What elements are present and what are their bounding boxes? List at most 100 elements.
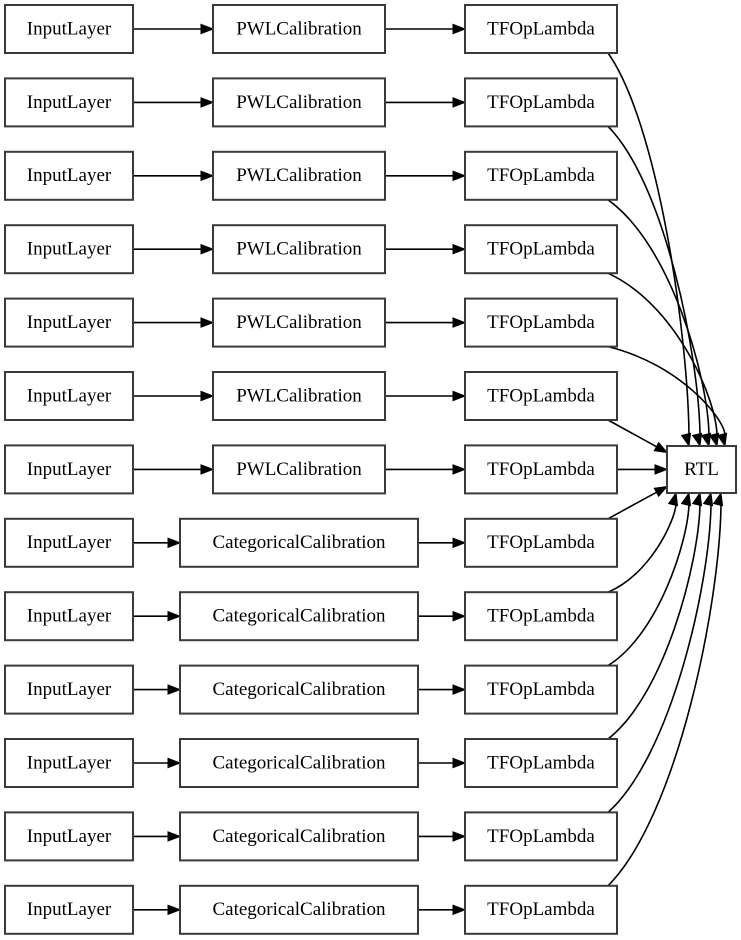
node-calibration-1[interactable]: PWLCalibration [212,77,386,128]
node-tfoplambda-11[interactable]: TFOpLambda [464,811,618,862]
node-tfoplambda-10[interactable]: TFOpLambda [464,738,618,788]
node-calibration-12-box[interactable] [179,884,419,935]
node-calibration-8-box[interactable] [179,591,419,642]
node-tfoplambda-11-box[interactable] [464,811,618,862]
node-tfoplambda-6[interactable]: TFOpLambda [464,444,618,495]
node-tfoplambda-4-box[interactable] [464,297,618,348]
edge-arrowhead-lambda-to-rtl-9 [680,491,692,507]
node-calibration-12[interactable]: CategoricalCalibration [179,884,419,935]
node-calibration-7-label: CategoricalCalibration [212,532,386,553]
node-calibration-10[interactable]: CategoricalCalibration [179,738,419,788]
node-input-layer-9-box[interactable] [4,664,134,715]
node-tfoplambda-9-label: TFOpLambda [487,679,595,700]
node-input-layer-7-box[interactable] [4,517,134,568]
edge-arrowhead-lambda-to-rtl-12 [712,491,724,507]
node-calibration-11[interactable]: CategoricalCalibration [179,811,419,862]
node-input-layer-5-box[interactable] [4,371,134,421]
node-tfoplambda-9[interactable]: TFOpLambda [464,664,618,715]
node-input-layer-4-box[interactable] [4,297,134,348]
node-calibration-2[interactable]: PWLCalibration [212,150,386,201]
node-input-layer-9[interactable]: InputLayer [4,664,134,715]
node-tfoplambda-5-box[interactable] [464,371,618,421]
node-input-layer-10-box[interactable] [4,738,134,788]
node-tfoplambda-12-box[interactable] [464,884,618,935]
edge-lambda-to-rtl-10 [607,503,701,740]
edge-arrowhead-calibration-to-lambda-10 [452,757,467,769]
node-tfoplambda-7[interactable]: TFOpLambda [464,517,618,568]
edge-arrowhead-calibration-to-lambda-0 [452,23,467,35]
node-tfoplambda-2[interactable]: TFOpLambda [464,150,618,201]
node-tfoplambda-7-box[interactable] [464,517,618,568]
node-tfoplambda-9-box[interactable] [464,664,618,715]
node-tfoplambda-3[interactable]: TFOpLambda [464,224,618,275]
node-calibration-4-box[interactable] [212,297,386,348]
node-calibration-4[interactable]: PWLCalibration [212,297,386,348]
node-calibration-1-box[interactable] [212,77,386,128]
node-calibration-10-box[interactable] [179,738,419,788]
node-tfoplambda-6-label: TFOpLambda [487,459,595,480]
node-tfoplambda-12[interactable]: TFOpLambda [464,884,618,935]
node-calibration-6-box[interactable] [212,444,386,495]
node-tfoplambda-1-box[interactable] [464,77,618,128]
node-input-layer-12-box[interactable] [4,884,134,935]
edge-arrowhead-lambda-to-rtl-2 [700,432,712,448]
node-calibration-0-box[interactable] [212,4,386,54]
node-tfoplambda-0[interactable]: TFOpLambda [464,4,618,54]
node-calibration-6-label: PWLCalibration [236,459,362,480]
node-input-layer-5[interactable]: InputLayer [4,371,134,421]
node-rtl-output[interactable]: RTL [666,445,737,494]
node-calibration-8[interactable]: CategoricalCalibration [179,591,419,642]
edge-arrowhead-calibration-to-lambda-8 [452,610,467,622]
node-input-layer-1-box[interactable] [4,77,134,128]
edge-arrowhead-calibration-to-lambda-6 [452,464,467,475]
edge-arrowhead-lambda-to-rtl-8 [667,491,679,507]
node-calibration-3[interactable]: PWLCalibration [212,224,386,275]
node-input-layer-2-label: InputLayer [27,165,112,186]
node-calibration-9-box[interactable] [179,664,419,715]
node-calibration-0[interactable]: PWLCalibration [212,4,386,54]
node-tfoplambda-10-box[interactable] [464,738,618,788]
node-input-layer-0-box[interactable] [4,4,134,54]
node-calibration-9[interactable]: CategoricalCalibration [179,664,419,715]
node-tfoplambda-0-box[interactable] [464,4,618,54]
node-input-layer-11-box[interactable] [4,811,134,862]
node-calibration-5-box[interactable] [212,371,386,421]
node-tfoplambda-2-box[interactable] [464,150,618,201]
node-calibration-11-box[interactable] [179,811,419,862]
node-tfoplambda-3-box[interactable] [464,224,618,275]
edge-lambda-to-rtl-7 [607,491,658,520]
node-tfoplambda-8-box[interactable] [464,591,618,642]
node-input-layer-2[interactable]: InputLayer [4,150,134,201]
node-calibration-4-label: PWLCalibration [236,312,362,333]
node-input-layer-3[interactable]: InputLayer [4,224,134,275]
node-calibration-6[interactable]: PWLCalibration [212,444,386,495]
edge-arrowhead-lambda-to-rtl-7 [653,485,669,498]
node-calibration-1-label: PWLCalibration [236,92,362,113]
node-input-layer-2-box[interactable] [4,150,134,201]
node-calibration-2-box[interactable] [212,150,386,201]
node-calibration-7-box[interactable] [179,517,419,568]
node-calibration-5[interactable]: PWLCalibration [212,371,386,421]
node-input-layer-8[interactable]: InputLayer [4,591,134,642]
node-input-layer-7[interactable]: InputLayer [4,517,134,568]
node-rtl-output-box[interactable] [666,445,737,494]
edge-lambda-to-rtl-9 [607,503,690,667]
node-calibration-3-box[interactable] [212,224,386,275]
node-tfoplambda-5[interactable]: TFOpLambda [464,371,618,421]
node-tfoplambda-6-box[interactable] [464,444,618,495]
node-input-layer-8-box[interactable] [4,591,134,642]
node-calibration-7[interactable]: CategoricalCalibration [179,517,419,568]
node-tfoplambda-1[interactable]: TFOpLambda [464,77,618,128]
node-tfoplambda-8[interactable]: TFOpLambda [464,591,618,642]
node-input-layer-1[interactable]: InputLayer [4,77,134,128]
node-input-layer-10[interactable]: InputLayer [4,738,134,788]
node-input-layer-12[interactable]: InputLayer [4,884,134,935]
node-input-layer-6-box[interactable] [4,444,134,495]
node-input-layer-11[interactable]: InputLayer [4,811,134,862]
node-input-layer-6[interactable]: InputLayer [4,444,134,495]
node-tfoplambda-4[interactable]: TFOpLambda [464,297,618,348]
node-input-layer-0[interactable]: InputLayer [4,4,134,54]
node-input-layer-4[interactable]: InputLayer [4,297,134,348]
edge-arrowhead-calibration-to-lambda-11 [452,831,467,842]
node-input-layer-3-box[interactable] [4,224,134,275]
